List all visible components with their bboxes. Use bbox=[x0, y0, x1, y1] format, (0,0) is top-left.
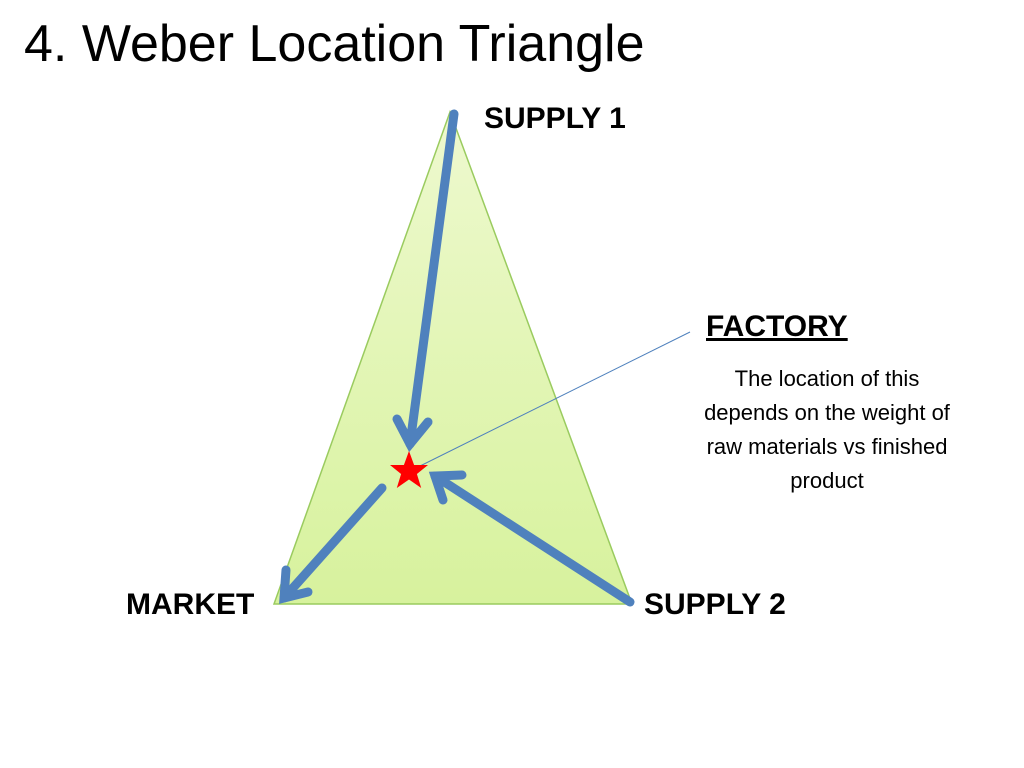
arrow-factory-to-market bbox=[279, 483, 387, 604]
supply2-label: SUPPLY 2 bbox=[644, 588, 786, 621]
supply1-label: SUPPLY 1 bbox=[484, 102, 626, 135]
arrow-supply2-to-factory bbox=[428, 470, 635, 607]
star-icon bbox=[390, 451, 428, 488]
arrow-supply1-to-factory bbox=[392, 109, 459, 453]
location-triangle bbox=[272, 109, 634, 605]
factory-description: The location of this depends on the weig… bbox=[704, 366, 950, 493]
slide-title: 4. Weber Location Triangle bbox=[24, 15, 645, 73]
factory-leader-line bbox=[411, 331, 691, 471]
factory-heading: FACTORY bbox=[706, 310, 848, 343]
market-label: MARKET bbox=[126, 588, 255, 621]
